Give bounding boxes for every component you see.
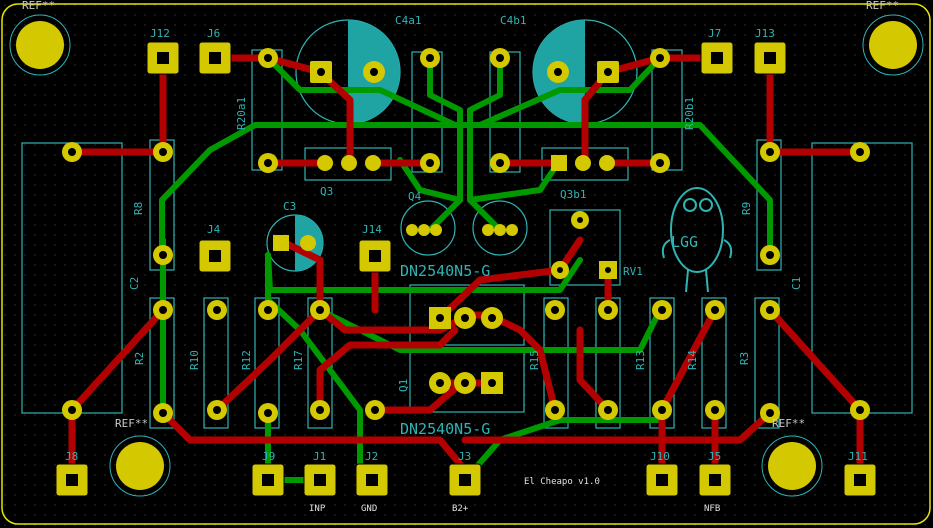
label-j8: J8 (65, 450, 78, 463)
label-version: El Cheapo v1.0 (524, 477, 600, 487)
mount-hole-tr (869, 21, 917, 69)
label-j10: J10 (650, 450, 670, 463)
label-j12: J12 (150, 27, 170, 40)
label-j13: J13 (755, 27, 775, 40)
label-j5: J5 (708, 450, 721, 463)
label-b2plus: B2+ (452, 504, 469, 514)
label-q3: Q3 (320, 185, 333, 198)
label-q4: Q4 (408, 190, 422, 203)
ref-label-tl: REF** (22, 0, 55, 12)
ref-label-tr: REF** (866, 0, 899, 12)
label-j3: J3 (458, 450, 471, 463)
label-r17: R17 (292, 350, 305, 370)
label-gnd: GND (361, 504, 377, 514)
label-r20b1: R20b1 (683, 97, 696, 130)
label-r2: R2 (133, 352, 146, 365)
label-part-bottom: DN2540N5-G (400, 420, 490, 438)
label-r9: R9 (740, 202, 753, 215)
label-c3: C3 (283, 200, 296, 213)
label-r10: R10 (188, 350, 201, 370)
label-j11: J11 (848, 450, 868, 463)
label-r8: R8 (132, 202, 145, 215)
mount-hole-br (768, 442, 816, 490)
label-r3: R3 (738, 352, 751, 365)
pads (9, 14, 924, 497)
label-q3b1: Q3b1 (560, 188, 587, 201)
label-c2: C2 (128, 277, 141, 290)
board-outline (1, 3, 931, 525)
label-r12: R12 (240, 350, 253, 370)
ref-label-br: REF** (772, 417, 805, 430)
label-q1: Q1 (397, 379, 410, 392)
label-j6: J6 (207, 27, 220, 40)
label-c4a1: C4a1 (395, 14, 422, 27)
label-r13: R13 (634, 350, 647, 370)
label-j2: J2 (365, 450, 378, 463)
label-r15: R15 (528, 350, 541, 370)
label-part-top: DN2540N5-G (400, 262, 490, 280)
label-j4: J4 (207, 223, 221, 236)
label-r20a1: R20a1 (235, 97, 248, 130)
mount-hole-tl (16, 21, 64, 69)
label-r14: R14 (686, 350, 699, 370)
label-j1: J1 (313, 450, 326, 463)
label-c1: C1 (790, 277, 803, 290)
label-nfb: NFB (704, 504, 720, 514)
mount-hole-bl (116, 442, 164, 490)
label-j7: J7 (708, 27, 721, 40)
label-c4b1: C4b1 (500, 14, 527, 27)
label-rv1: RV1 (623, 265, 643, 278)
mascot-logo (661, 187, 733, 293)
label-j14: J14 (362, 223, 382, 236)
label-logo-text: LGG (671, 233, 698, 251)
label-inp: INP (309, 504, 326, 514)
label-j9: J9 (262, 450, 275, 463)
ref-label-bl: REF** (115, 417, 148, 430)
silkscreen-labels: REF** REF** REF** REF** J12 J6 J7 J13 C4… (22, 0, 899, 514)
